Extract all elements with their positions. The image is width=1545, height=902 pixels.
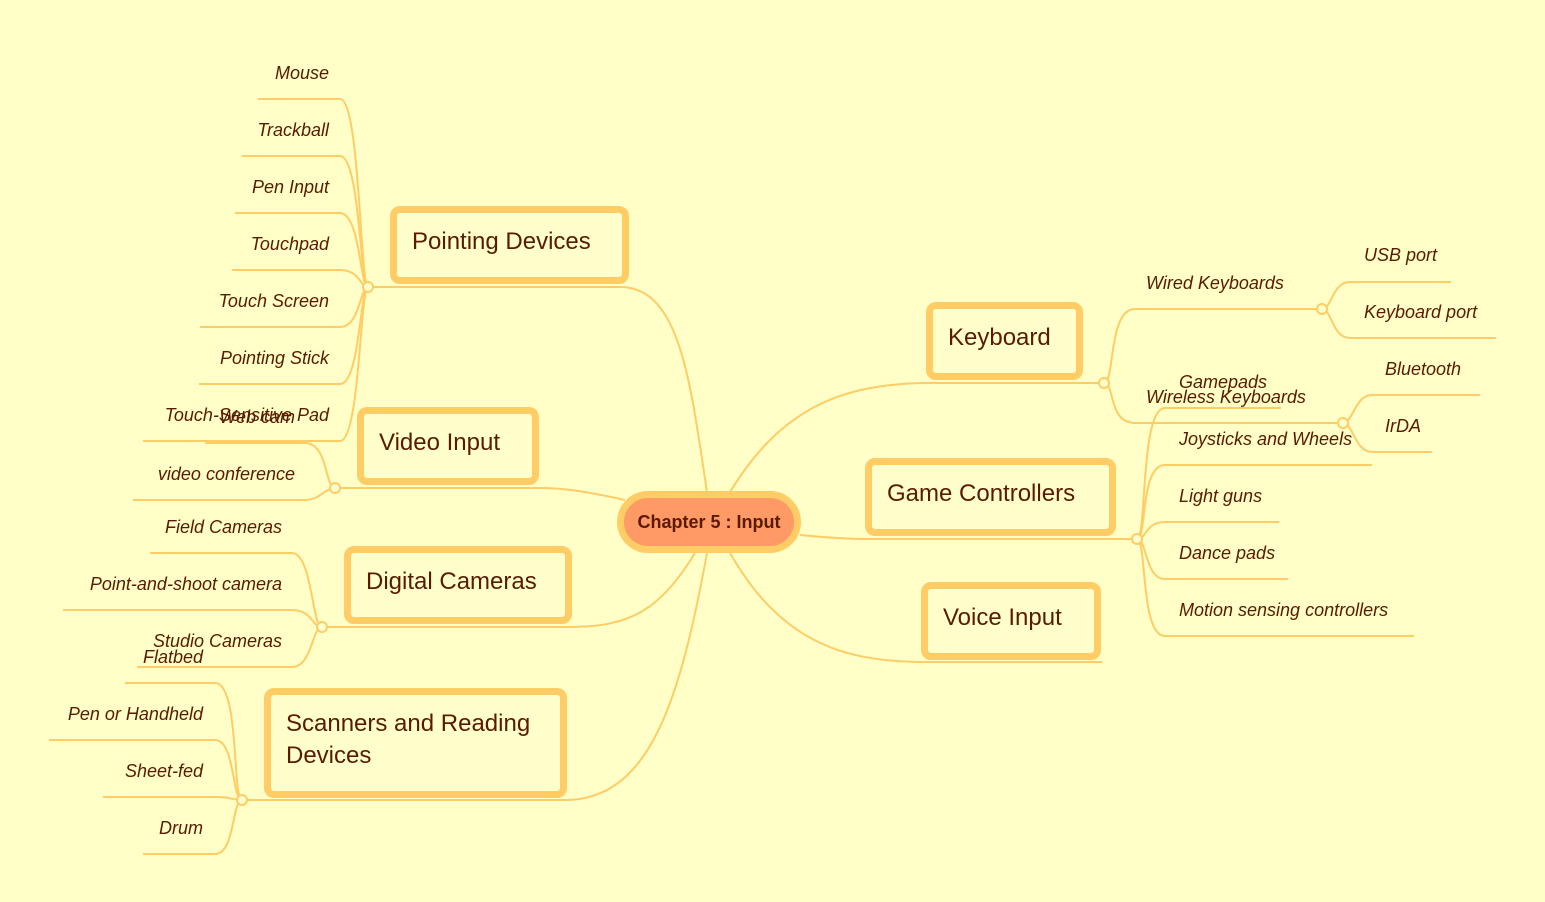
leaf-studio-cameras[interactable]: Studio Cameras [152, 631, 282, 651]
subtopic-wired-keyboards[interactable]: Wired Keyboards [1146, 273, 1284, 293]
leaf-light-guns[interactable]: Light guns [1179, 486, 1263, 506]
leaf-gamepads[interactable]: Gamepads [1179, 372, 1268, 392]
leaf-touch-screen[interactable]: Touch Screen [218, 291, 329, 311]
leaf-pen-input[interactable]: Pen Input [251, 177, 329, 197]
topic-pointing-devices[interactable]: Pointing Devices [390, 206, 629, 284]
leaf-flatbed[interactable]: Flatbed [142, 647, 203, 667]
leaf-web-cam[interactable]: Web cam [219, 407, 295, 427]
leaf-keyboard-port[interactable]: Keyboard port [1364, 302, 1478, 322]
topic-game-controllers[interactable]: Game Controllers [865, 458, 1116, 536]
leaf-video-conference[interactable]: video conference [157, 464, 295, 484]
topic-label: Keyboard [948, 324, 1051, 351]
leaf-sheet-fed[interactable]: Sheet-fed [124, 761, 203, 781]
leaf-mouse[interactable]: Mouse [274, 63, 329, 83]
leaf-usb-port[interactable]: USB port [1364, 245, 1438, 265]
topic-label-line2: Devices [286, 742, 372, 769]
topic-video-input[interactable]: Video Input [357, 407, 539, 485]
topic-label: Voice Input [943, 604, 1062, 631]
leaf-pen-handheld[interactable]: Pen or Handheld [67, 704, 203, 724]
leaf-pointing-stick[interactable]: Pointing Stick [219, 348, 329, 368]
leaf-touch-sensitive-pad[interactable]: Touch-Sensitive Pad [164, 405, 329, 425]
topic-digital-cameras[interactable]: Digital Cameras [344, 546, 572, 624]
topic-label: Game Controllers [887, 480, 1076, 507]
root-label: Chapter 5 : Input [637, 511, 781, 532]
leaf-drum[interactable]: Drum [159, 818, 203, 838]
topic-scanners[interactable]: Scanners and Reading Devices [264, 688, 567, 798]
leaf-bluetooth[interactable]: Bluetooth [1385, 359, 1462, 379]
leaf-touchpad[interactable]: Touchpad [250, 234, 329, 254]
central-topic-root[interactable]: Chapter 5 : Input [617, 491, 801, 553]
leaf-irda[interactable]: IrDA [1385, 416, 1421, 436]
topic-label: Pointing Devices [412, 228, 591, 255]
leaf-motion-sensing[interactable]: Motion sensing controllers [1179, 600, 1389, 620]
topic-label: Video Input [379, 429, 500, 456]
leaf-joysticks-wheels[interactable]: Joysticks and Wheels [1179, 429, 1353, 449]
topic-label-line1: Scanners and Reading [286, 710, 531, 737]
leaf-field-cameras[interactable]: Field Cameras [164, 517, 282, 537]
topic-label: Digital Cameras [366, 568, 537, 595]
leaf-point-and-shoot[interactable]: Point-and-shoot camera [89, 574, 282, 594]
leaf-dance-pads[interactable]: Dance pads [1179, 543, 1276, 563]
topic-voice-input[interactable]: Voice Input [921, 582, 1101, 660]
topic-keyboard[interactable]: Keyboard [926, 302, 1083, 380]
subtopic-wireless-keyboards[interactable]: Wireless Keyboards [1146, 387, 1306, 407]
leaf-trackball[interactable]: Trackball [257, 120, 329, 140]
